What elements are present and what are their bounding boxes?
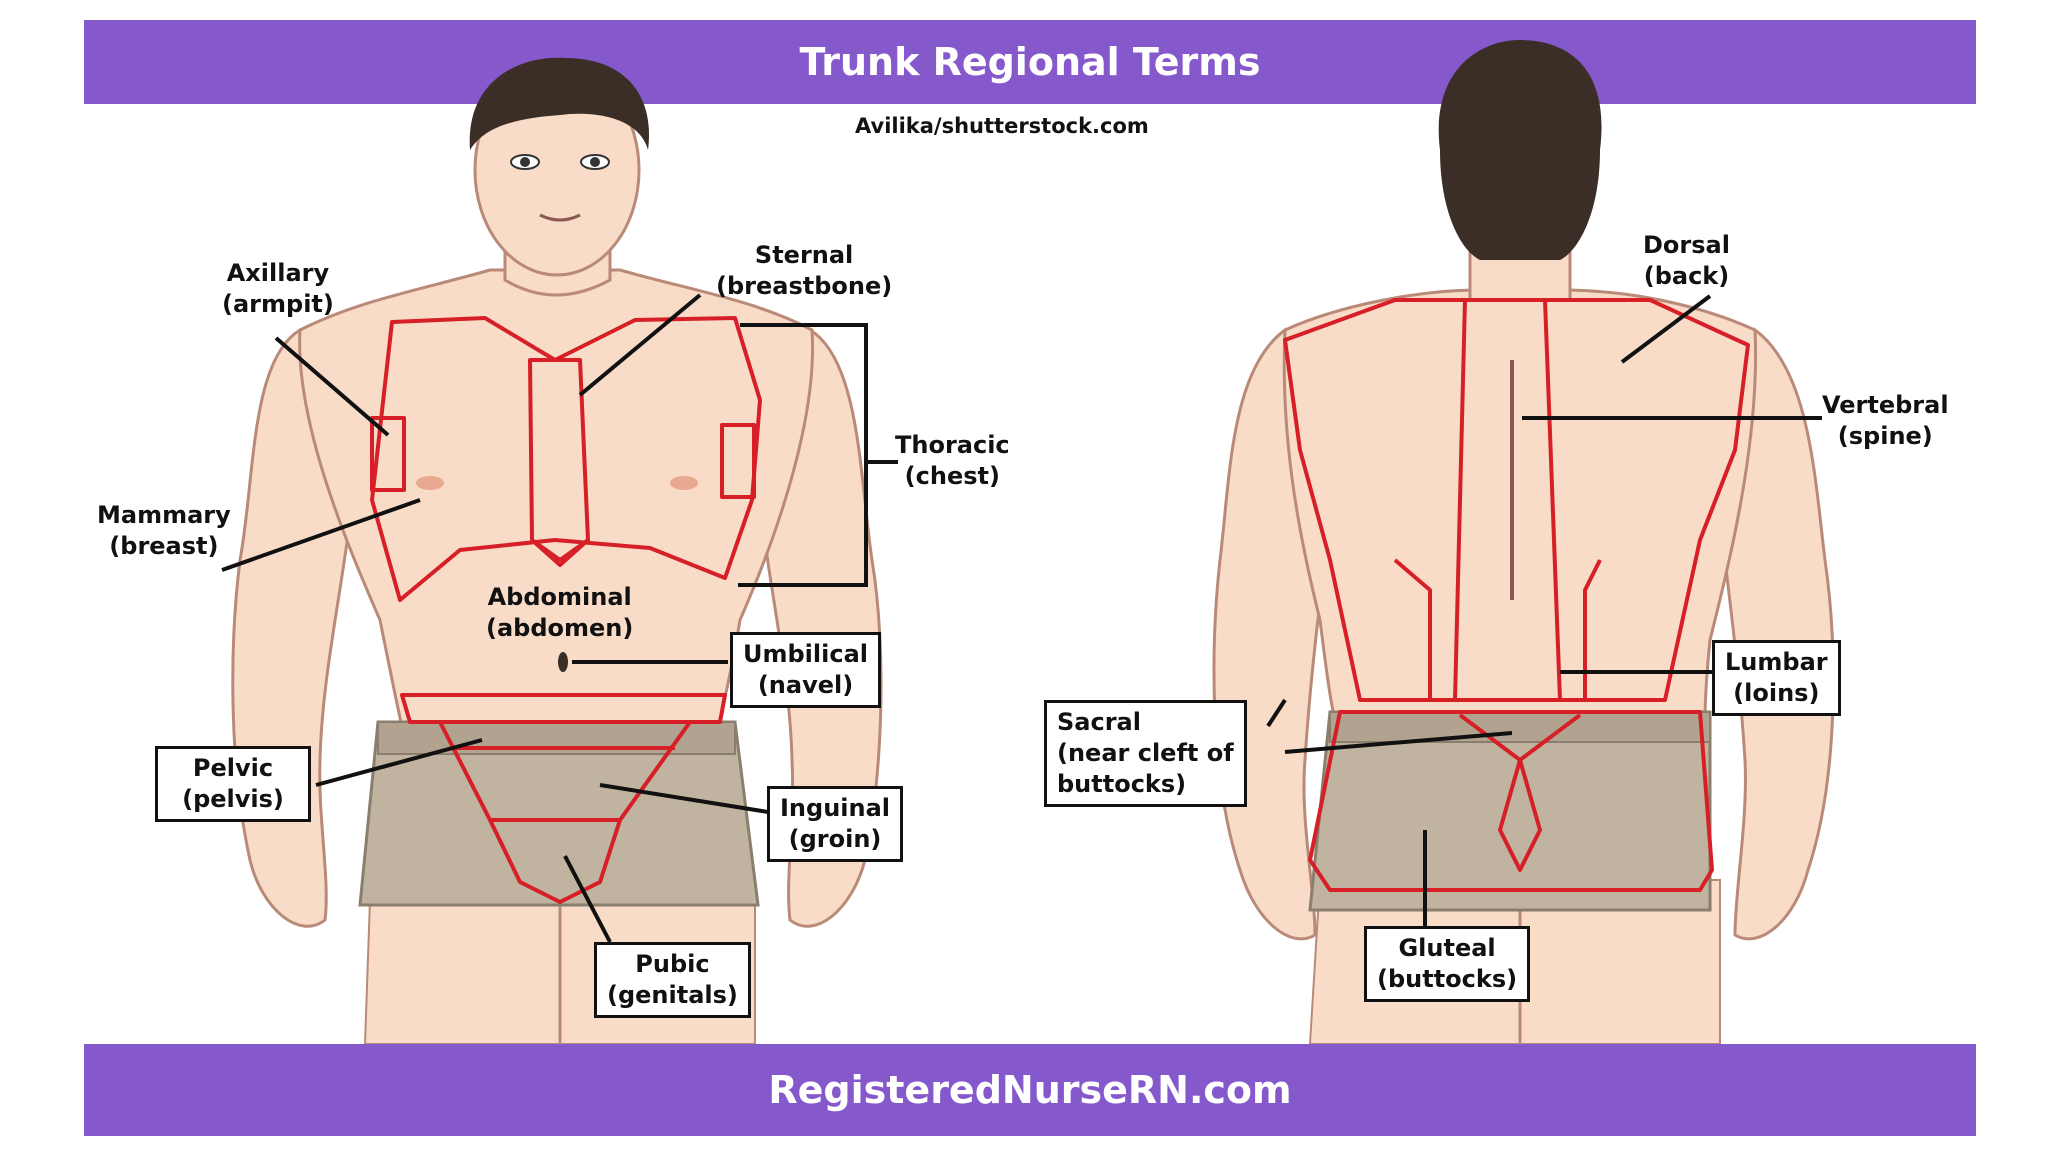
label-thoracic: Thoracic (chest) (895, 431, 1010, 490)
label-umbilical: Umbilical (navel) (730, 632, 882, 708)
page-title: Trunk Regional Terms (799, 40, 1261, 84)
image-credit: Avilika/shutterstock.com (855, 114, 1149, 138)
label-axillary: Axillary (armpit) (222, 259, 334, 318)
label-gluteal: Gluteal (buttocks) (1364, 926, 1531, 1002)
leader-lines (221, 293, 1822, 943)
front-hair (469, 57, 649, 150)
back-torso (1282, 288, 1758, 722)
back-region-outlines (1283, 298, 1750, 892)
label-abdominal: Abdominal (abdomen) (486, 583, 634, 642)
back-figure (1212, 40, 1835, 1045)
label-mammary: Mammary (breast) (97, 501, 231, 560)
label-sacral: Sacral (near cleft of buttocks) (1044, 700, 1247, 807)
label-pubic: Pubic (genitals) (594, 942, 751, 1018)
front-region-outlines (370, 316, 762, 904)
footer-banner: RegisteredNurseRN.com (84, 1044, 1976, 1136)
front-figure (231, 57, 883, 1045)
title-banner: Trunk Regional Terms (84, 20, 1976, 104)
label-pelvic: Pelvic (pelvis) (155, 746, 311, 822)
label-vertebral: Vertebral (spine) (1822, 391, 1949, 450)
label-sternal: Sternal (breastbone) (716, 241, 893, 300)
back-head (1438, 40, 1602, 260)
label-inguinal: Inguinal (groin) (767, 786, 904, 862)
label-lumbar: Lumbar (loins) (1712, 640, 1841, 716)
label-dorsal: Dorsal (back) (1643, 231, 1730, 290)
footer-site-name[interactable]: RegisteredNurseRN.com (768, 1068, 1292, 1112)
